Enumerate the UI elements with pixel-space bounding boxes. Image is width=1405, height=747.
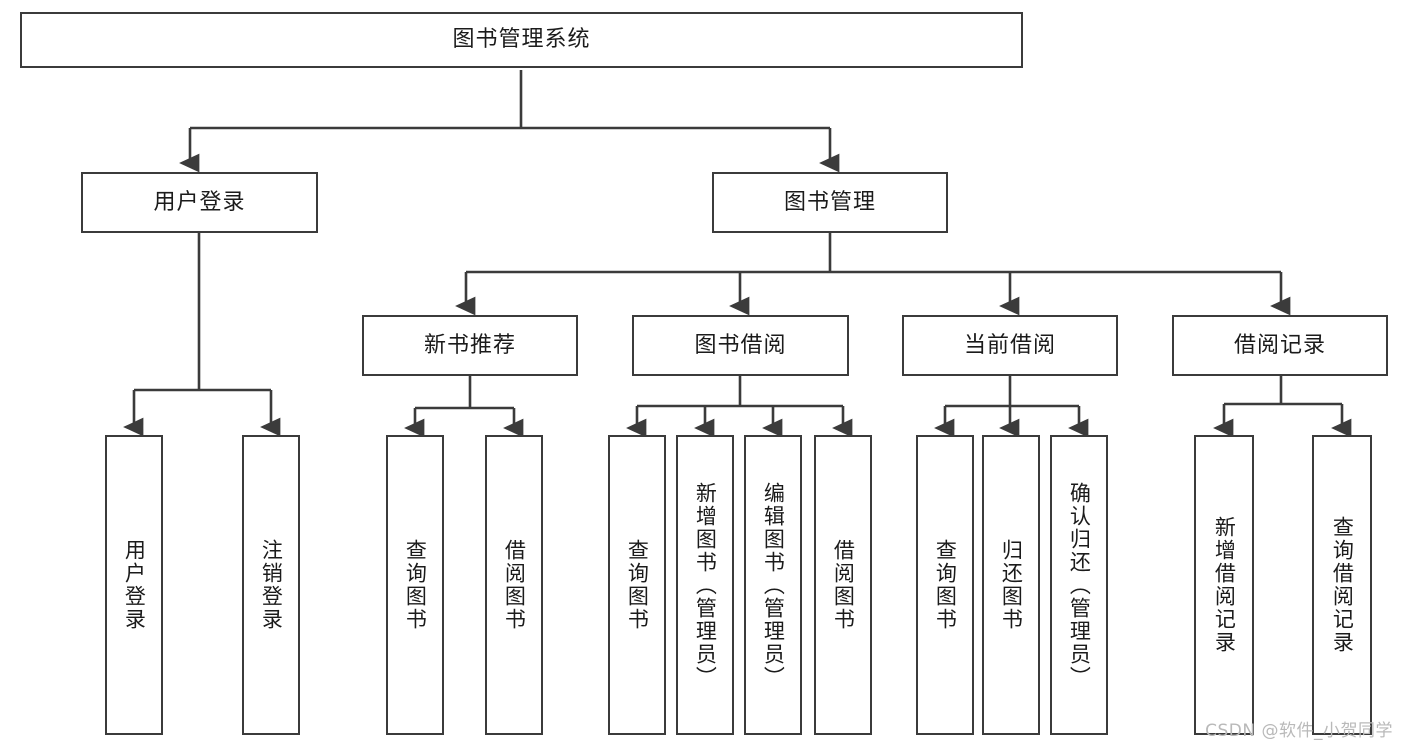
leaf-add-borrow-record[interactable]: 新增借阅记录 <box>1194 435 1254 735</box>
leaf-add-book-admin[interactable]: 新增图书（管理员） <box>676 435 734 735</box>
leaf-query-book-1[interactable]: 查询图书 <box>386 435 444 735</box>
node-user-login[interactable]: 用户登录 <box>81 172 318 233</box>
node-label: 新增图书（管理员） <box>693 481 718 689</box>
leaf-query-book-3[interactable]: 查询图书 <box>916 435 974 735</box>
node-label: 新增借阅记录 <box>1212 516 1237 654</box>
node-book-management-system[interactable]: 图书管理系统 <box>20 12 1023 68</box>
node-label: 用户登录 <box>122 539 147 631</box>
node-label: 图书管理系统 <box>452 27 591 53</box>
node-label: 确认归还（管理员） <box>1067 481 1092 689</box>
node-label: 查询图书 <box>625 539 650 631</box>
node-label: 当前借阅 <box>963 332 1056 358</box>
leaf-query-book-2[interactable]: 查询图书 <box>608 435 666 735</box>
node-label: 注销登录 <box>259 539 284 631</box>
node-label: 图书管理 <box>783 189 876 215</box>
node-new-book-recommend[interactable]: 新书推荐 <box>362 315 578 376</box>
leaf-confirm-return-admin[interactable]: 确认归还（管理员） <box>1050 435 1108 735</box>
leaf-query-borrow-record[interactable]: 查询借阅记录 <box>1312 435 1372 735</box>
node-book-management[interactable]: 图书管理 <box>712 172 948 233</box>
leaf-borrow-book-2[interactable]: 借阅图书 <box>814 435 872 735</box>
node-label: 查询借阅记录 <box>1330 516 1355 654</box>
node-current-borrow[interactable]: 当前借阅 <box>902 315 1118 376</box>
node-label: 借阅记录 <box>1233 332 1326 358</box>
node-label: 用户登录 <box>153 189 246 215</box>
leaf-logout-login[interactable]: 注销登录 <box>242 435 300 735</box>
node-label: 图书借阅 <box>694 332 787 358</box>
leaf-borrow-book-1[interactable]: 借阅图书 <box>485 435 543 735</box>
node-label: 查询图书 <box>403 539 428 631</box>
node-label: 编辑图书（管理员） <box>761 481 786 689</box>
leaf-return-book[interactable]: 归还图书 <box>982 435 1040 735</box>
node-label: 查询图书 <box>933 539 958 631</box>
node-label: 借阅图书 <box>502 539 527 631</box>
node-label: 归还图书 <box>999 539 1024 631</box>
node-label: 新书推荐 <box>423 332 516 358</box>
leaf-user-login[interactable]: 用户登录 <box>105 435 163 735</box>
node-label: 借阅图书 <box>831 539 856 631</box>
csdn-watermark: CSDN @软件_小贺同学 <box>1205 721 1393 741</box>
node-book-borrow[interactable]: 图书借阅 <box>632 315 849 376</box>
node-borrow-record[interactable]: 借阅记录 <box>1172 315 1388 376</box>
leaf-edit-book-admin[interactable]: 编辑图书（管理员） <box>744 435 802 735</box>
